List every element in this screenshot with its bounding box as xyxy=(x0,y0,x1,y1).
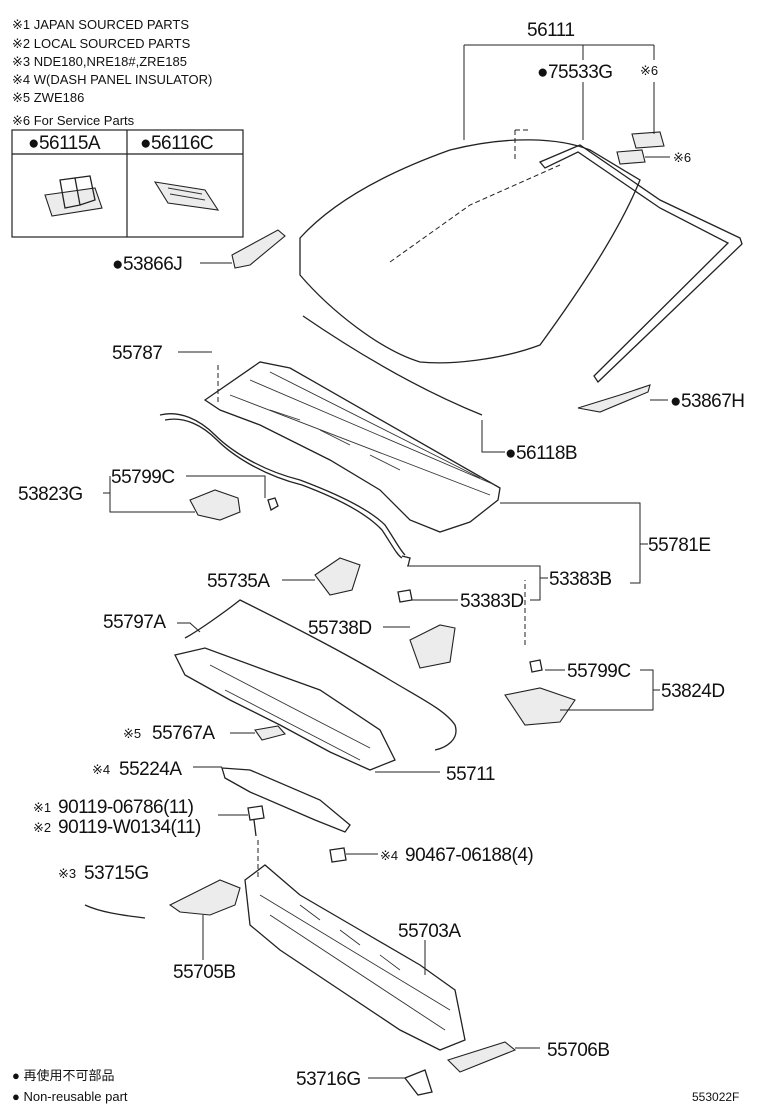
bracket-53824D xyxy=(504,659,576,726)
clip-53383B xyxy=(401,555,411,567)
label-56116C: ●56116C xyxy=(140,133,213,154)
wire-53715G xyxy=(84,904,146,919)
seal-55735A xyxy=(314,557,361,596)
washer-hose-upper-inner xyxy=(164,418,403,559)
notes-block: ※1 JAPAN SOURCED PARTS ※2 LOCAL SOURCED … xyxy=(12,17,212,128)
strip-56118B xyxy=(302,315,483,416)
label-56115A: ●56115A xyxy=(28,133,101,154)
note-ref-6a: ※6 xyxy=(640,63,658,78)
insulator-55224A xyxy=(221,767,351,833)
note-ref-5: ※5 xyxy=(123,726,141,741)
washer-hose-upper xyxy=(159,413,406,556)
label-53823G: 53823G xyxy=(18,484,83,505)
cowl-top-55781E xyxy=(203,361,501,533)
service-clip-upper xyxy=(631,131,665,149)
label-55797A: 55797A xyxy=(103,612,166,633)
label-55787: 55787 xyxy=(112,343,162,364)
moulding-75533G xyxy=(538,144,743,384)
insulator-55711 xyxy=(174,647,396,771)
label-53383D: 53383D xyxy=(460,591,524,612)
service-clip-lower xyxy=(616,149,646,165)
windshield-glass-56111 xyxy=(299,129,641,364)
legend-en: ● Non-reusable part xyxy=(12,1089,128,1104)
label-55711: 55711 xyxy=(446,764,495,785)
clip-56116C-drawing xyxy=(153,181,220,211)
label-55799C-b: 55799C xyxy=(567,661,631,682)
note-5: ※5 ZWE186 xyxy=(12,90,84,105)
label-55735A: 55735A xyxy=(207,571,270,592)
clip-56115A-drawing xyxy=(44,175,103,217)
label-56111: 56111 xyxy=(527,20,575,41)
note-3: ※3 NDE180,NRE18#,ZRE185 xyxy=(12,54,187,69)
label-55224A: 55224A xyxy=(119,759,182,780)
note-2: ※2 LOCAL SOURCED PARTS xyxy=(12,36,191,51)
side-piece-53867H xyxy=(577,384,651,413)
label-55781E: 55781E xyxy=(648,535,711,556)
label-53824D: 53824D xyxy=(661,681,725,702)
leader-lines xyxy=(103,44,670,1079)
note-ref-1: ※1 xyxy=(33,800,51,815)
note-4: ※4 W(DASH PANEL INSULATOR) xyxy=(12,72,212,87)
label-90119-06786: 90119-06786(11) xyxy=(58,797,194,818)
note-1: ※1 JAPAN SOURCED PARTS xyxy=(12,17,189,32)
note-6: ※6 For Service Parts xyxy=(12,113,135,128)
label-53716G: 53716G xyxy=(296,1069,361,1090)
legend-jp: ● 再使用不可部品 xyxy=(12,1068,114,1083)
piece-53716G xyxy=(403,1069,433,1096)
side-piece-53866J xyxy=(231,229,286,269)
bracket-55705B xyxy=(168,879,241,916)
note-ref-6b: ※6 xyxy=(673,150,691,165)
label-55799C-a: 55799C xyxy=(111,467,175,488)
label-56118B: ●56118B xyxy=(505,443,577,464)
label-53383B: 53383B xyxy=(549,569,612,590)
label-90467-06188: 90467-06188(4) xyxy=(405,845,533,866)
legend: ● 再使用不可部品 ● Non-reusable part xyxy=(12,1068,128,1104)
label-55706B: 55706B xyxy=(547,1040,610,1061)
bracket-55706B xyxy=(446,1041,517,1073)
bolt-90119 xyxy=(247,805,265,837)
pad-55767A xyxy=(254,725,286,741)
washer-hose-lower xyxy=(184,599,457,751)
cowl-panel-55703A xyxy=(244,864,466,1051)
note-ref-2: ※2 xyxy=(33,820,51,835)
diagram-id: 553022F xyxy=(692,1090,739,1104)
note-ref-4b: ※4 xyxy=(380,848,398,863)
seal-55738D xyxy=(409,624,456,669)
label-53866J: ●53866J xyxy=(112,254,182,275)
label-75533G: ●75533G xyxy=(537,62,613,83)
label-55705B: 55705B xyxy=(173,962,236,983)
label-55703A: 55703A xyxy=(398,921,461,942)
service-parts-box: ●56115A ●56116C xyxy=(11,129,244,238)
part-labels: 56111 ●75533G ※6 ※6 ●53866J 55787 ●53867… xyxy=(18,20,745,1090)
bolt-90467 xyxy=(329,847,347,863)
bracket-53823G xyxy=(189,489,279,521)
label-55767A: 55767A xyxy=(152,723,215,744)
clip-53383D xyxy=(397,589,413,603)
label-53867H: ●53867H xyxy=(670,391,745,412)
label-55738D: 55738D xyxy=(308,618,372,639)
note-ref-4a: ※4 xyxy=(92,762,110,777)
label-53715G: 53715G xyxy=(84,863,149,884)
note-ref-3: ※3 xyxy=(58,866,76,881)
label-90119-W0134: 90119-W0134(11) xyxy=(58,817,201,838)
